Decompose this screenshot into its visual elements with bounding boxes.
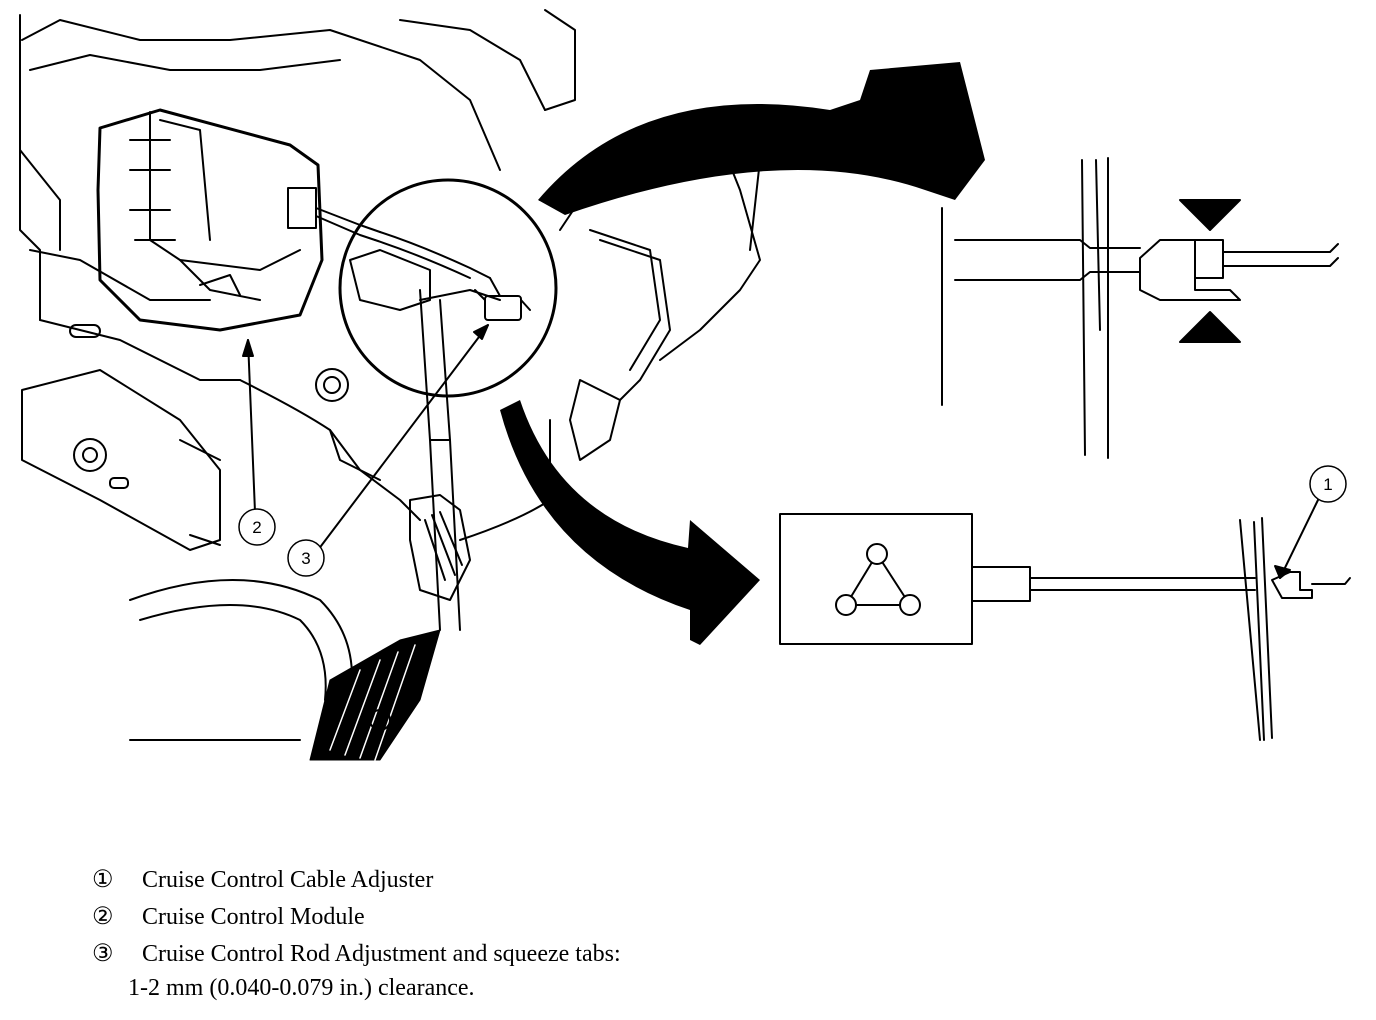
- legend-mark: ②: [92, 904, 114, 930]
- cable-adjuster-detail: [779, 499, 1351, 741]
- callout-2-circle: [238, 508, 276, 546]
- callout-3-leader: [317, 324, 489, 551]
- cruise-control-module-outline: [96, 108, 324, 332]
- curved-arrow-upper: [538, 62, 985, 215]
- callout-3-circle: [287, 539, 325, 577]
- cruise-control-diagram: 1 2 3: [19, 9, 1351, 761]
- legend-item-rod-adjustment: ③ Cruise Control Rod Adjustment and sque…: [92, 936, 992, 973]
- legend-clearance-note: 1-2 mm (0.040-0.079 in.) clearance.: [128, 975, 475, 1001]
- legend-item-module: ② Cruise Control Module: [92, 899, 992, 936]
- curved-arrow-lower: [500, 400, 760, 645]
- legend: ① Cruise Control Cable Adjuster ② Cruise…: [92, 862, 992, 1003]
- legend-label: Cruise Control Cable Adjuster: [142, 867, 434, 893]
- callout-2-leader: [247, 339, 256, 513]
- detail-magnifier-circle: [338, 178, 558, 398]
- legend-mark: ③: [92, 941, 114, 967]
- legend-item-cable-adjuster: ① Cruise Control Cable Adjuster: [92, 862, 992, 899]
- callout-2-number: 2: [252, 518, 261, 537]
- module-box: [779, 513, 973, 645]
- squeeze-tab-detail: [941, 157, 1339, 459]
- callout-1-number: 1: [1323, 475, 1332, 494]
- legend-label: Cruise Control Module: [142, 904, 365, 930]
- legend-label: Cruise Control Rod Adjustment and squeez…: [142, 941, 621, 967]
- callout-1-circle: [1309, 465, 1347, 503]
- callout-3-number: 3: [301, 549, 310, 568]
- legend-mark: ①: [92, 867, 114, 893]
